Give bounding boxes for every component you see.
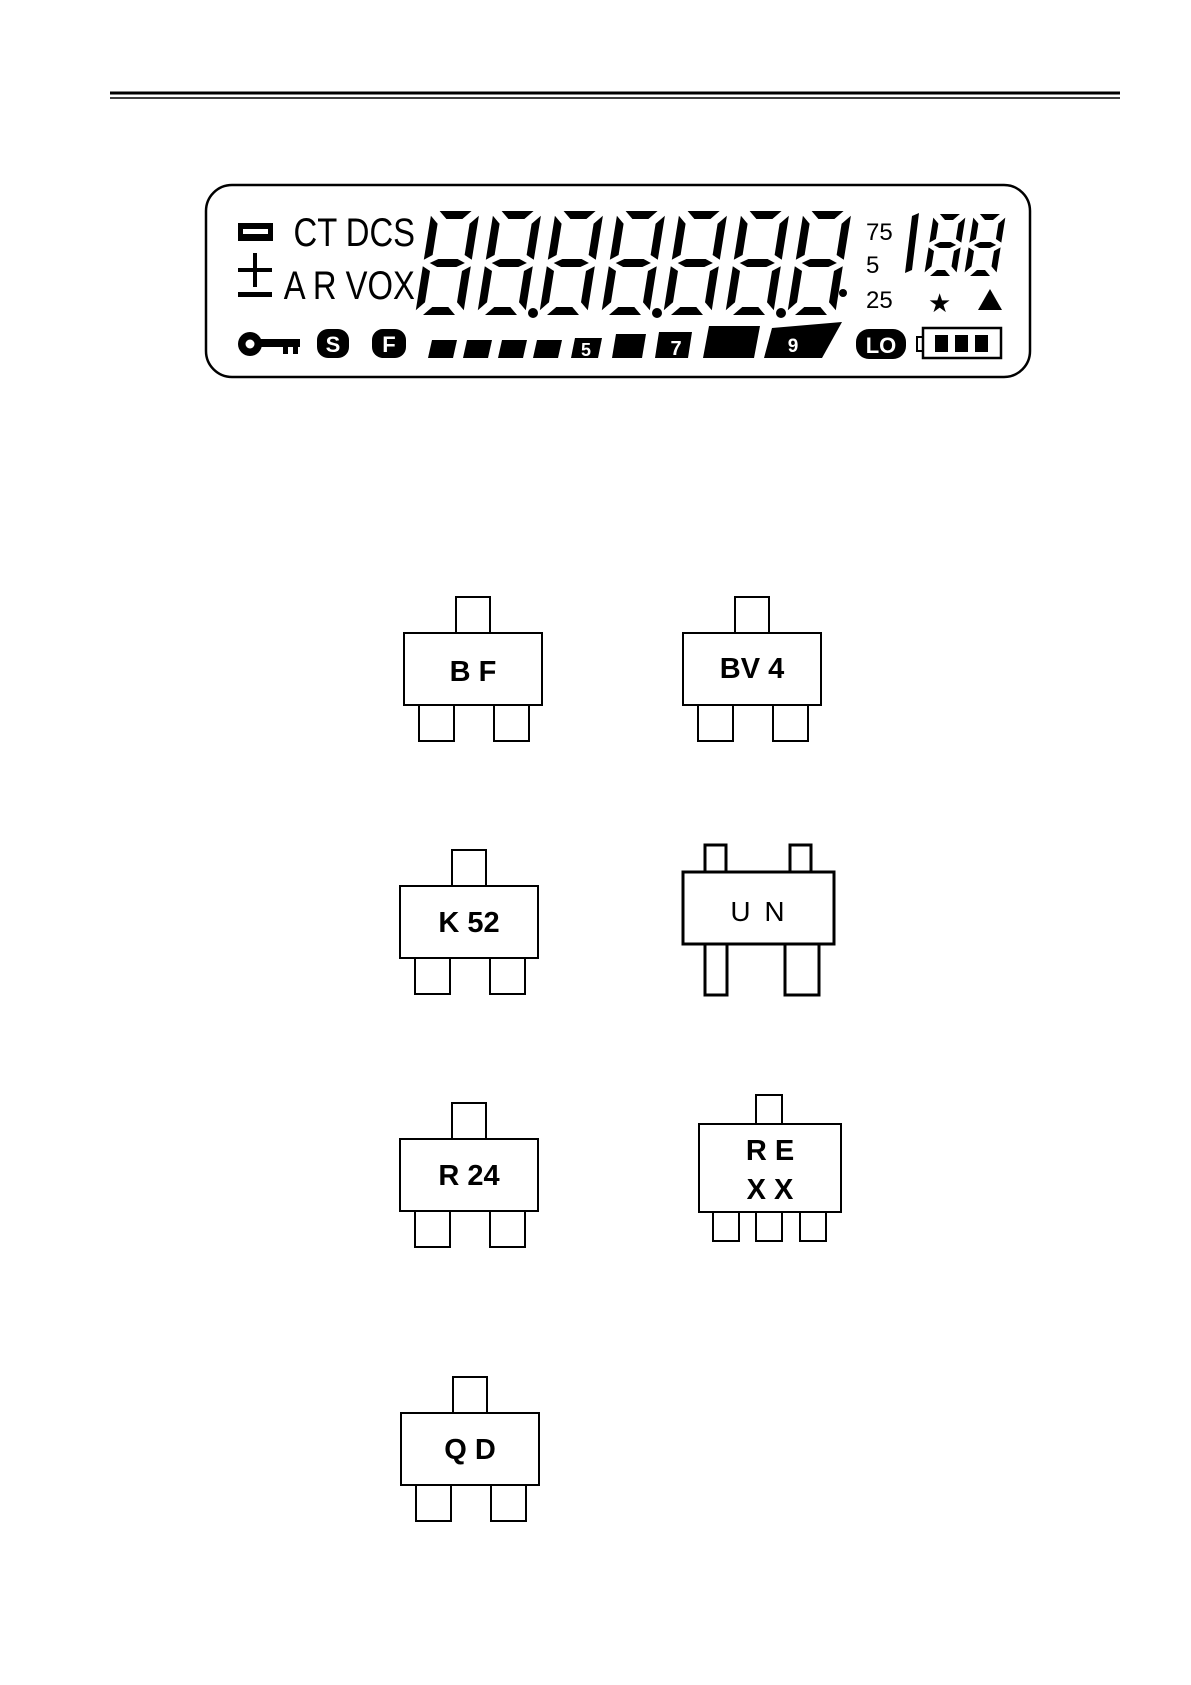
ct-dcs-indicator: CT DCS [294, 210, 415, 255]
svg-text:F: F [382, 332, 395, 357]
svg-text:S: S [326, 332, 341, 357]
package-qd-label: Q D [444, 1434, 496, 1466]
package-r24: R 24 [400, 1103, 538, 1247]
s-badge: S [317, 329, 349, 358]
package-rexx-label-line1: R E [746, 1135, 794, 1167]
package-bv4: BV 4 [683, 597, 821, 741]
lcd-display: CT DCS A R VOX 75 5 25 ★ S F [206, 185, 1030, 377]
f-badge: F [372, 329, 406, 358]
step-75-indicator: 75 [866, 219, 893, 246]
header-rule [110, 93, 1120, 98]
battery-icon [917, 328, 1001, 358]
svg-text:5: 5 [581, 340, 591, 360]
package-bf-label: B F [450, 656, 497, 688]
package-bv4-label: BV 4 [720, 653, 784, 685]
package-un: U N [683, 845, 834, 995]
svg-text:9: 9 [788, 336, 799, 357]
lo-badge: LO [856, 329, 906, 359]
star-icon: ★ [928, 288, 951, 318]
package-k52: K 52 [400, 850, 538, 994]
meter-bar-7: 7 [655, 332, 692, 360]
package-qd: Q D [401, 1377, 539, 1521]
svg-text:7: 7 [670, 338, 681, 360]
decimal-point [839, 289, 847, 297]
decimal-point [652, 308, 662, 318]
package-k52-label: K 52 [438, 907, 499, 939]
decimal-point [528, 308, 538, 318]
package-rexx-label-line2: X X [747, 1174, 794, 1206]
step-25-indicator: 25 [866, 287, 893, 314]
meter-bar [703, 326, 760, 358]
meter-bar [463, 340, 492, 358]
meter-bar-5: 5 [571, 338, 602, 360]
meter-bar [533, 340, 562, 358]
meter-bar [498, 340, 527, 358]
meter-bar [612, 334, 646, 358]
decimal-point [776, 308, 786, 318]
step-5-indicator: 5 [866, 252, 879, 279]
package-un-label: U N [730, 896, 787, 927]
package-r24-label: R 24 [438, 1160, 499, 1192]
a-r-vox-indicator: A R VOX [284, 263, 415, 308]
busy-icon [238, 223, 273, 241]
svg-text:LO: LO [866, 333, 897, 358]
meter-bar [428, 340, 457, 358]
package-rexx: R E X X [699, 1095, 841, 1241]
package-bf: B F [404, 597, 542, 741]
